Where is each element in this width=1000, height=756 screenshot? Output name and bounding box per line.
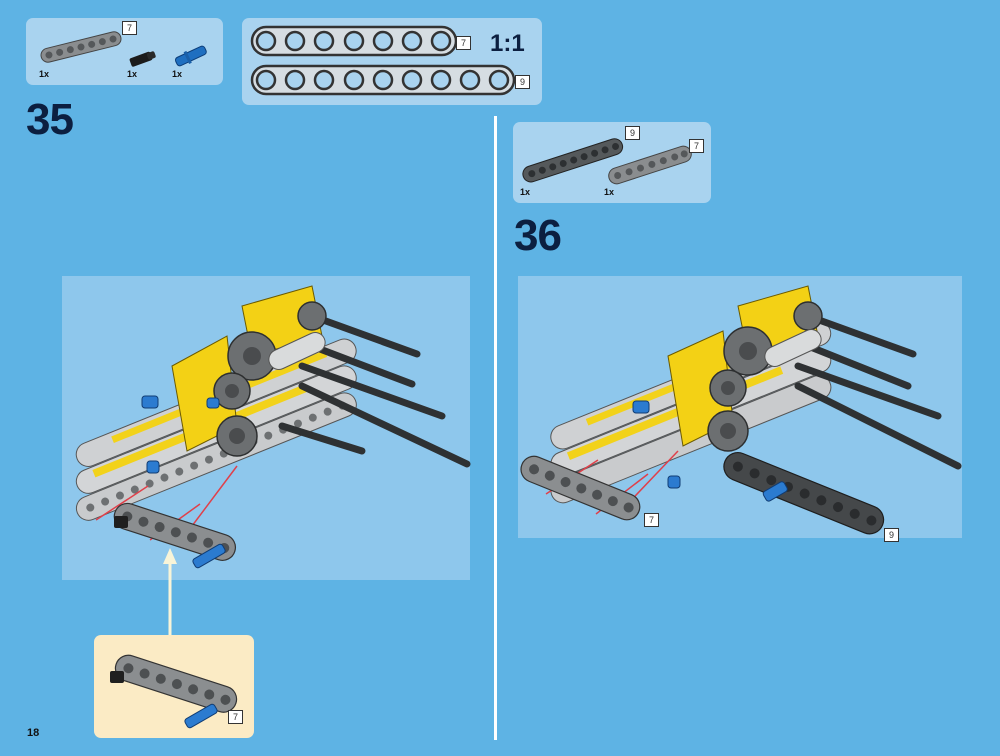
step35-parts-panel: 7 1x 1x 1x (26, 18, 223, 85)
assembly-model (520, 285, 962, 535)
callout-length-label: 7 (228, 710, 243, 724)
subassembly-callout: 7 (94, 635, 254, 738)
beam-9-ruler (250, 64, 516, 96)
black-pin-icon (129, 51, 156, 67)
gray-beam-icon (608, 145, 692, 185)
step-number: 35 (26, 95, 74, 144)
beam-length-label: 9 (884, 528, 899, 542)
part-quantity: 1x (172, 69, 183, 79)
beam-7-ruler (250, 25, 458, 57)
step-divider (494, 116, 497, 740)
part-quantity: 1x (39, 69, 50, 79)
gray-beam-icon (40, 31, 122, 63)
step36-parts-panel: 9 7 1x 1x (513, 122, 711, 203)
ruler-length-9: 9 (515, 75, 530, 89)
beam-length-label: 7 (644, 513, 659, 527)
step-number: 36 (514, 211, 562, 260)
part-quantity: 1x (604, 187, 615, 197)
beam-length-label: 9 (625, 126, 640, 140)
callout-arrow (163, 548, 177, 636)
beam-length-label: 7 (122, 21, 137, 35)
ruler-panel: 7 9 1:1 (242, 18, 542, 105)
subassembly-beam-icon (110, 654, 238, 729)
assembly-model (75, 285, 471, 569)
part-quantity: 1x (127, 69, 138, 79)
beam-length-label: 7 (689, 139, 704, 153)
step35-assembly-view (62, 276, 471, 580)
blue-axle-pin-icon (174, 45, 207, 67)
scale-ratio: 1:1 (490, 30, 525, 57)
ruler-length-7: 7 (456, 36, 471, 50)
part-quantity: 1x (520, 187, 531, 197)
dark-beam-icon (522, 138, 624, 183)
page-number: 18 (27, 727, 40, 739)
step36-assembly-view: 7 9 (518, 276, 962, 542)
